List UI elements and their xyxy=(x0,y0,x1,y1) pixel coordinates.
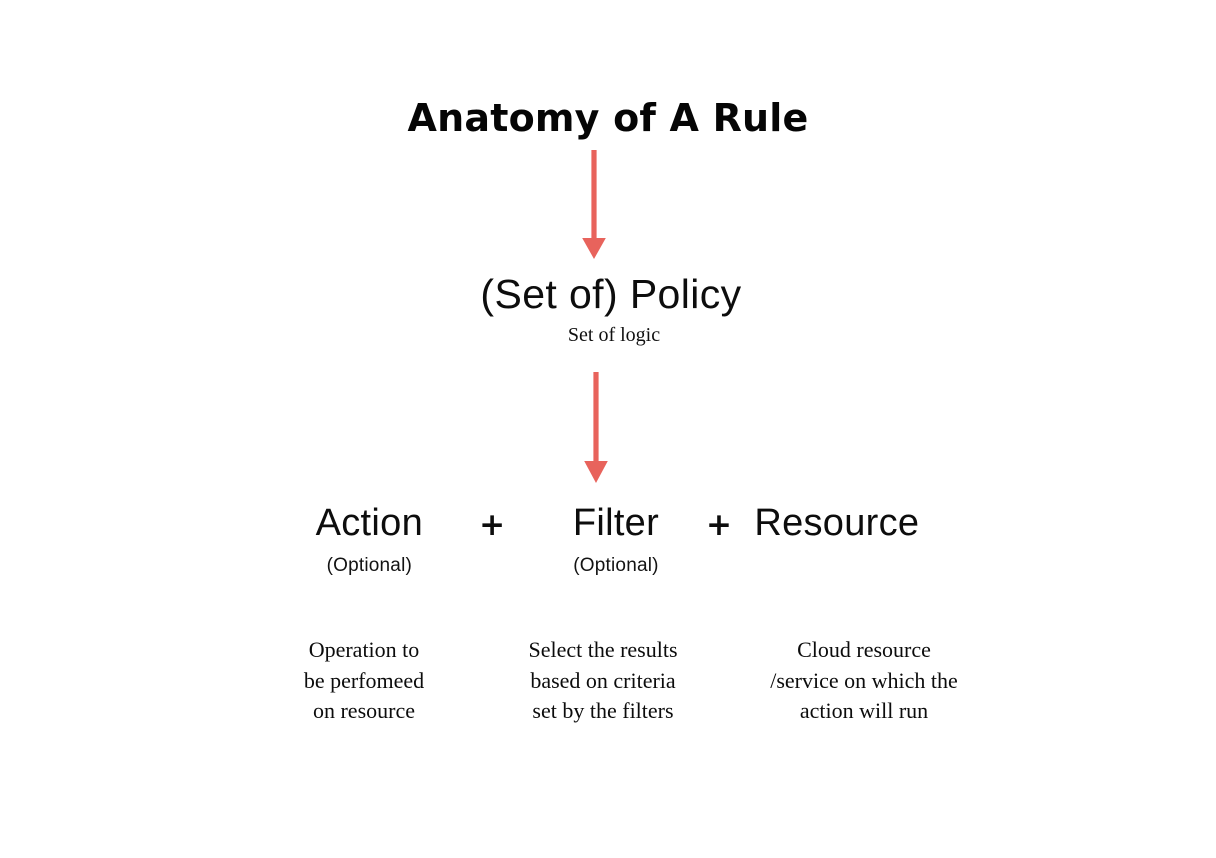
arrow-policy-to-components-icon xyxy=(577,370,615,486)
components-row: Action (Optional) + Filter (Optional) + … xyxy=(296,502,926,577)
component-filter-label: Filter xyxy=(572,502,660,544)
plus-separator-2: + xyxy=(705,507,732,543)
description-action: Operation to be perfomeed on resource xyxy=(303,637,425,723)
description-filter: Select the results based on criteria set… xyxy=(528,637,678,723)
component-filter: Filter (Optional) xyxy=(542,502,691,577)
policy-block: (Set of) Policy Set of logic xyxy=(0,271,1216,347)
component-action-label: Action xyxy=(315,502,424,544)
component-resource: Resource xyxy=(748,502,926,546)
policy-subtitle: Set of logic xyxy=(567,323,661,346)
descriptions-row: Operation to be perfomeed on resource Se… xyxy=(255,635,995,727)
component-action: Action (Optional) xyxy=(296,502,443,577)
component-filter-optional-label: (Optional) xyxy=(573,554,659,576)
policy-label: (Set of) Policy xyxy=(480,271,742,317)
component-action-optional-label: (Optional) xyxy=(326,554,413,576)
page-title: Anatomy of A Rule xyxy=(407,96,809,140)
description-resource: Cloud resource /service on which the act… xyxy=(770,637,958,723)
component-resource-label: Resource xyxy=(754,502,920,544)
plus-separator-1: + xyxy=(479,507,506,543)
arrow-title-to-policy-icon xyxy=(575,148,613,262)
